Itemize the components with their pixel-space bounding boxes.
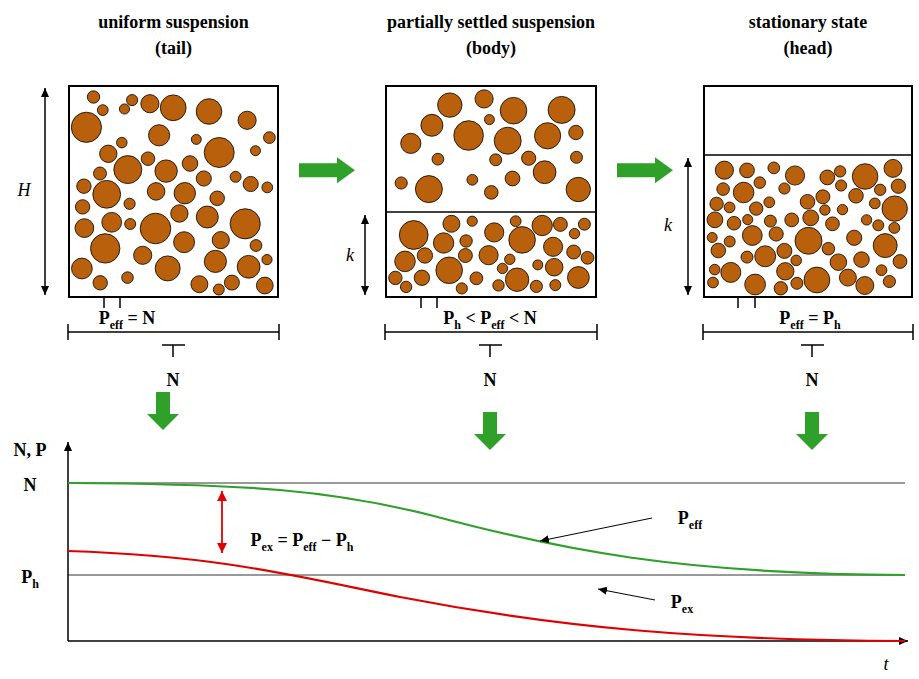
settling-column: partially settled suspension (body) xyxy=(385,85,597,298)
particles xyxy=(71,90,907,295)
down-arrows xyxy=(147,392,828,450)
diagram-label: N xyxy=(167,369,180,391)
diagram-label: k xyxy=(664,214,672,236)
process-arrow xyxy=(299,157,355,183)
column-heading: stationary state (head) xyxy=(745,9,872,61)
pressure-brackets xyxy=(68,298,913,357)
diagram-label: Pex = Peff − Ph xyxy=(251,529,354,551)
diagram-label: Ph < Peff < N xyxy=(443,307,537,329)
diagram-label: H xyxy=(18,179,31,201)
diagram-label: Peff xyxy=(678,507,702,529)
chart xyxy=(68,442,908,641)
diagram-label: N xyxy=(24,474,37,496)
diagram-label: Ph xyxy=(21,566,39,588)
process-arrow xyxy=(617,157,673,183)
diagram-label: N, P xyxy=(14,439,47,461)
diagram-label: N xyxy=(806,369,819,391)
column-heading: uniform suspension (tail) xyxy=(94,9,253,61)
diagram-label: t xyxy=(883,653,888,675)
diagram-label: k xyxy=(346,244,354,266)
diagram-label: Peff = N xyxy=(99,307,156,329)
dimensions xyxy=(45,88,913,295)
diagram-label: Pex xyxy=(671,591,693,613)
connectors xyxy=(299,157,673,183)
diagram-label: N xyxy=(484,369,497,391)
settling-column: stationary state (head) xyxy=(703,85,913,298)
settling-column: uniform suspension (tail) xyxy=(68,85,279,298)
column-heading: partially settled suspension (body) xyxy=(383,9,600,61)
diagram-label: Peff = Ph xyxy=(779,307,840,329)
